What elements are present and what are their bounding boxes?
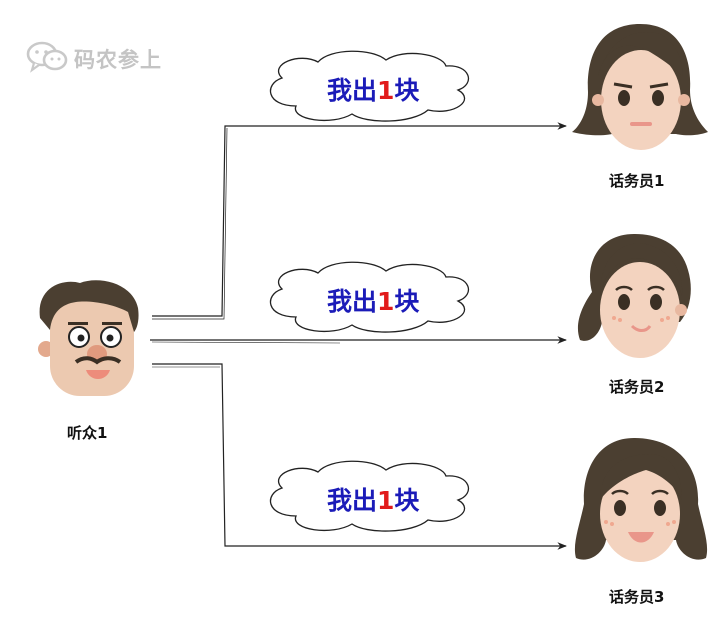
message-2-prefix: 我出 [327, 287, 378, 316]
message-1-prefix: 我出 [327, 76, 378, 105]
message-2: 我出1块 [327, 282, 419, 318]
listener-avatar [38, 280, 139, 396]
operator-2-avatar [577, 234, 691, 358]
connector-to-operator-3 [152, 363, 567, 550]
watermark: 码农参上 [26, 40, 162, 78]
speech-cloud-2 [269, 261, 470, 333]
operator-1-avatar [572, 24, 708, 150]
listener-label: 听众1 [67, 424, 108, 442]
message-1-suffix: 块 [394, 76, 420, 105]
operator-3-avatar [574, 438, 708, 562]
connector-to-operator-2 [150, 336, 567, 344]
message-1-number: 1 [377, 76, 395, 105]
message-3: 我出1块 [327, 481, 419, 517]
wechat-icon [26, 40, 68, 78]
connector-to-operator-1 [152, 122, 567, 320]
speech-cloud-1 [269, 50, 470, 122]
speech-cloud-3 [269, 460, 470, 532]
message-1: 我出1块 [327, 71, 419, 107]
operator-2-label: 话务员2 [609, 378, 665, 396]
message-2-number: 1 [377, 287, 395, 316]
operator-3-label: 话务员3 [609, 588, 665, 606]
watermark-text: 码农参上 [74, 48, 162, 72]
message-2-suffix: 块 [394, 287, 420, 316]
message-3-number: 1 [377, 486, 395, 515]
operator-1-label: 话务员1 [609, 172, 665, 190]
message-3-suffix: 块 [394, 486, 420, 515]
message-3-prefix: 我出 [327, 486, 378, 515]
